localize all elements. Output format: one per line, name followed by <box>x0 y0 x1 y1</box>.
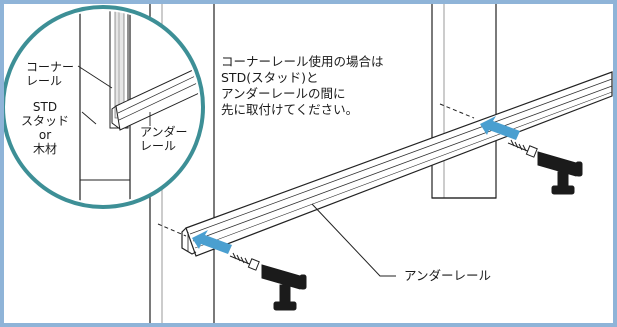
screw-thread <box>232 252 249 265</box>
inset-under-rail-end <box>111 105 121 130</box>
stud-label: STD スタッド or 木材 <box>21 100 70 156</box>
inset-under-rail <box>115 61 199 131</box>
screw-icon <box>229 252 260 271</box>
drill-icon <box>537 151 583 195</box>
drill-body <box>261 264 301 290</box>
under-rail-callout-leader <box>311 203 396 277</box>
screw-shaft <box>507 142 531 153</box>
insert-arrow-icon <box>480 116 520 140</box>
stud-leader <box>81 111 97 125</box>
inset-detail <box>1 5 205 209</box>
inset-under-rail-groove-2 <box>118 76 199 121</box>
installation-note: コーナーレール使用の場合は STD(スタッド)と アンダーレールの間に 先に取付… <box>221 54 384 117</box>
corner-rail-leader <box>77 65 113 89</box>
drill-icon <box>261 264 307 311</box>
insert-arrow-icon <box>192 230 232 254</box>
under-rail-groove-3 <box>194 91 613 249</box>
corner-rail-label: コーナー レール <box>26 60 75 88</box>
stud-post-right <box>431 0 497 199</box>
drill-battery <box>551 185 575 195</box>
under-rail-end-profile <box>181 227 197 255</box>
drill-body <box>537 151 577 177</box>
drill-battery <box>273 301 297 311</box>
alignment-mark-left <box>157 223 187 237</box>
under-rail-callout-label: アンダーレール <box>404 268 492 283</box>
inset-under-rail-label: アンダー レール <box>140 125 188 153</box>
under-rail-groove-1 <box>189 78 613 235</box>
drill-back <box>299 274 307 290</box>
drill-back <box>575 161 583 177</box>
screw-thread <box>510 139 527 152</box>
alignment-mark-right <box>439 103 475 119</box>
screw-icon <box>507 139 538 158</box>
under-rail-groove-2 <box>192 85 613 242</box>
stud-post-right-body <box>431 0 497 199</box>
corner-rail-channel <box>114 11 125 119</box>
screw-head <box>525 145 538 158</box>
screw-head <box>247 258 260 271</box>
under-rail <box>181 71 613 257</box>
screw-shaft <box>229 255 253 266</box>
